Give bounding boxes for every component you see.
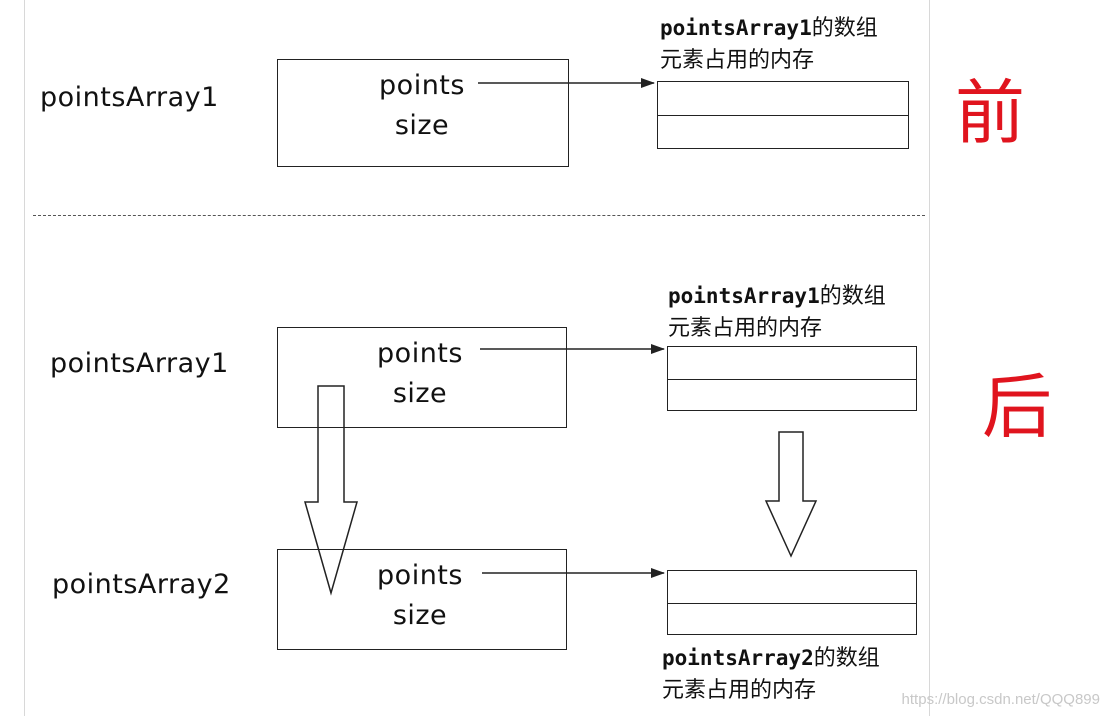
before-pointsarray1-points-field: points: [379, 70, 465, 101]
after-pointsarray2-box: [277, 549, 567, 650]
after-memory1-caption-line2: 元素占用的内存: [668, 316, 823, 341]
after-pointsarray2-label: pointsArray2: [52, 569, 231, 600]
before-memory-block-divider: [658, 115, 908, 116]
after-memory1-caption: pointsArray1的数组 元素占用的内存: [668, 280, 886, 345]
after-pointsarray2-size-field: size: [392, 600, 448, 631]
left-border: [24, 0, 25, 716]
right-border: [929, 0, 930, 716]
after-memory2-block: [667, 570, 917, 635]
after-memory1-block: [667, 346, 917, 411]
after-memory2-caption-rest: 的数组: [813, 646, 880, 671]
before-pointsarray1-label: pointsArray1: [40, 82, 219, 113]
after-memory2-caption-line2: 元素占用的内存: [662, 678, 817, 703]
section-divider: [33, 215, 925, 216]
before-stage-label: 前: [955, 72, 1025, 154]
after-memory1-caption-rest: 的数组: [819, 284, 886, 309]
watermark-text: https://blog.csdn.net/QQQ899: [901, 691, 1100, 708]
after-pointsarray1-size-field: size: [392, 378, 448, 409]
copy-memory-down-arrow: [764, 431, 818, 558]
after-stage-label: 后: [982, 366, 1052, 448]
before-memory-caption-rest: 的数组: [811, 16, 878, 41]
after-pointsarray1-points-field: points: [377, 338, 463, 369]
after-memory1-block-divider: [668, 378, 916, 380]
before-pointsarray1-size-field: size: [394, 110, 450, 141]
after-memory1-caption-name: pointsArray1: [668, 284, 820, 308]
before-memory-caption: pointsArray1的数组 元素占用的内存: [660, 12, 878, 77]
after-pointsarray1-box: [277, 327, 567, 428]
after-pointsarray1-label: pointsArray1: [50, 348, 229, 379]
after-memory2-caption: pointsArray2的数组 元素占用的内存: [662, 642, 880, 707]
before-memory-block: [657, 81, 909, 149]
after-memory2-caption-name: pointsArray2: [662, 646, 814, 670]
before-memory-caption-line2: 元素占用的内存: [660, 48, 815, 73]
after-memory2-block-divider: [668, 602, 916, 604]
copy-struct-down-arrow: [304, 385, 358, 596]
before-memory-caption-name: pointsArray1: [660, 16, 812, 40]
after-pointsarray2-points-field: points: [377, 560, 463, 591]
before-pointsarray1-box: [277, 59, 569, 167]
